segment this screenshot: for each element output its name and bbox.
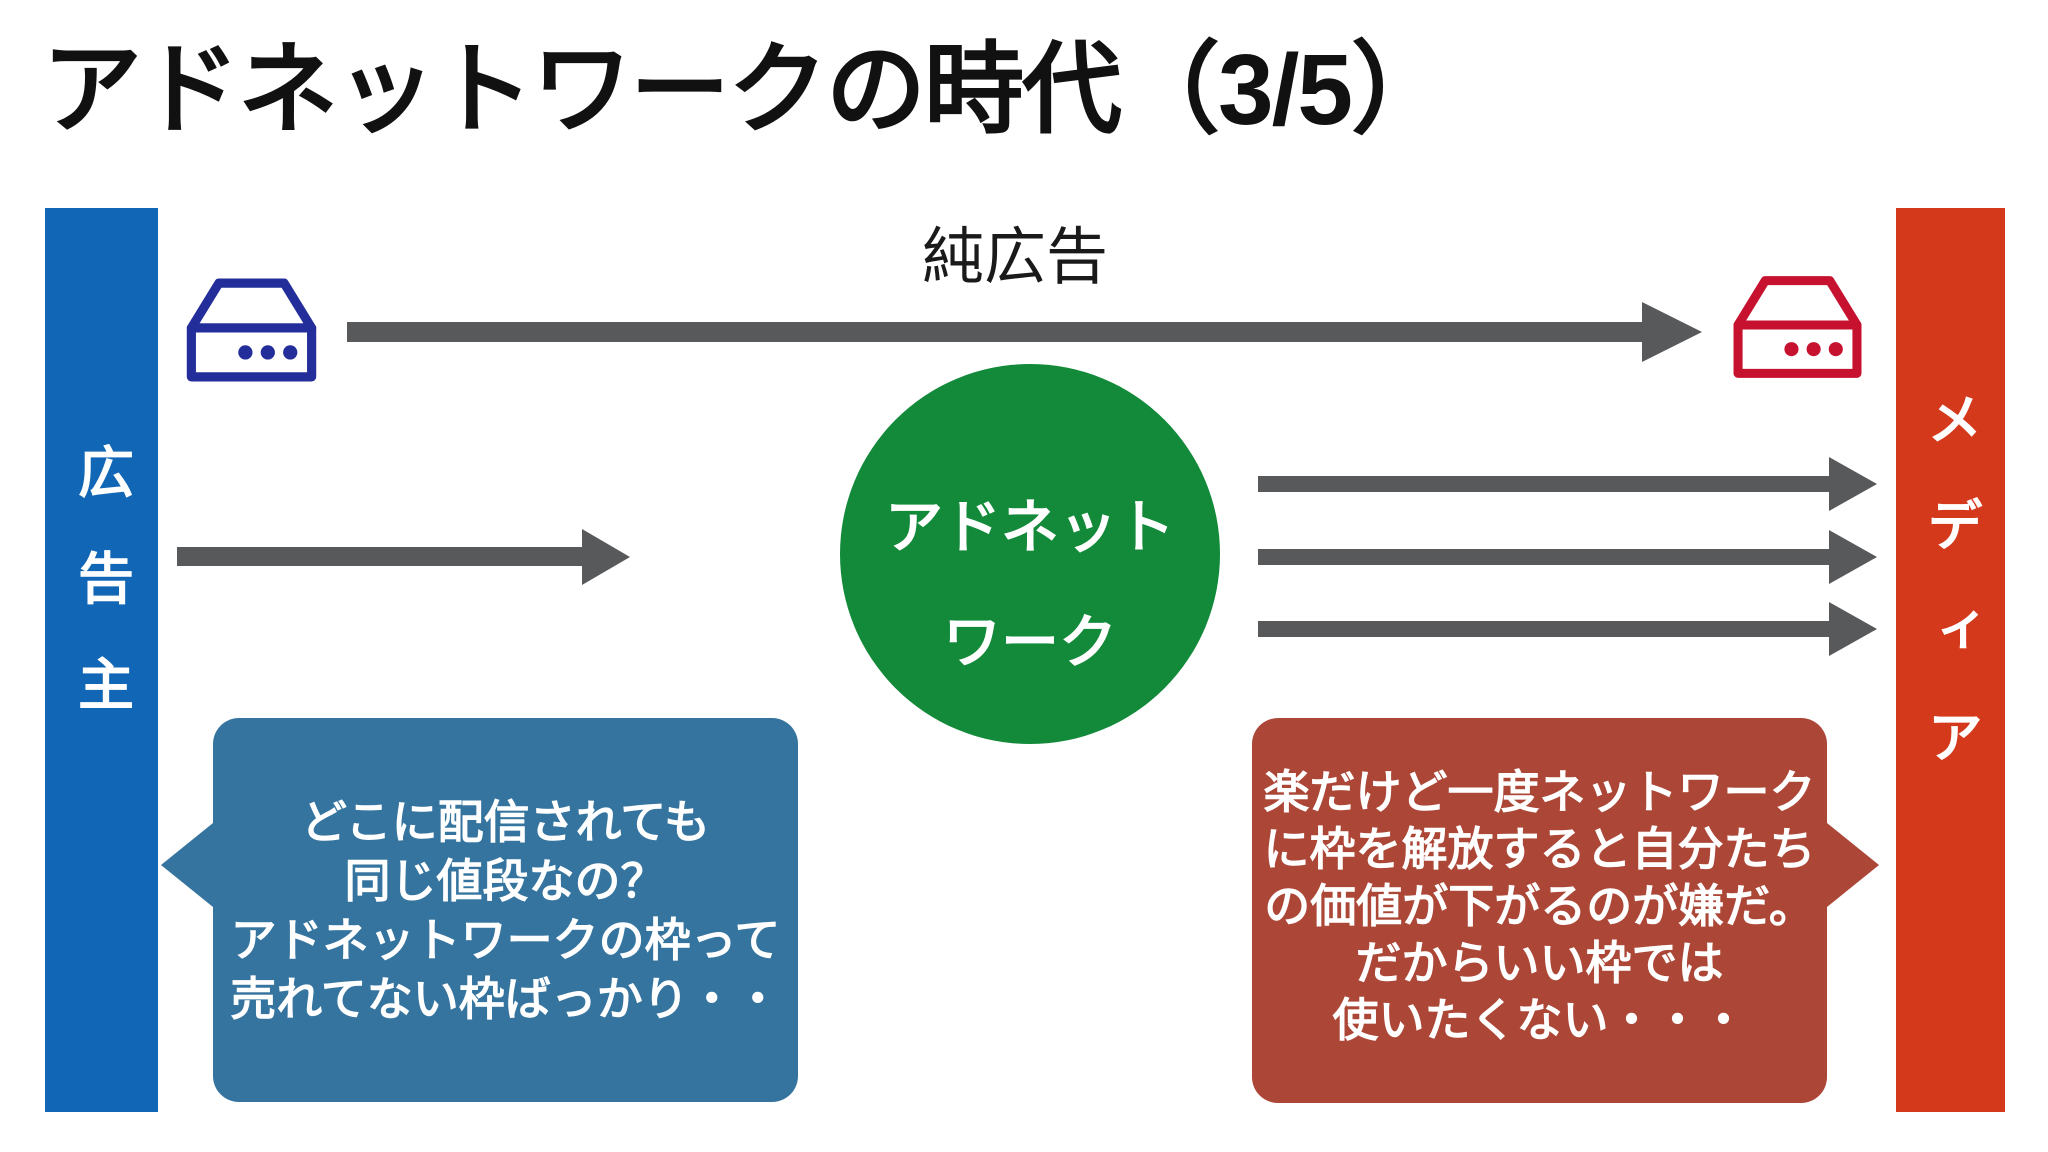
ad-network-label-line1: アドネット (884, 495, 1175, 560)
network-to-media-arrow-2-shaft (1258, 549, 1829, 565)
media-bubble-line: に枠を解放すると自分たち (1263, 823, 1816, 875)
network-to-media-arrow-1-head (1829, 457, 1877, 511)
pure-ad-label: 純広告 (921, 223, 1108, 292)
media-bubble-line: だからいい枠では (1355, 937, 1724, 989)
ad-network-circle: アドネット ワーク (840, 364, 1220, 744)
pure-ad-arrow-shaft (347, 322, 1642, 342)
advertiser-to-network-arrow (177, 528, 630, 585)
media-bubble-line: 楽だけど一度ネットワーク (1263, 766, 1816, 818)
advertiser-bubble-line: 売れてない枠ばっかり・・ (230, 973, 781, 1025)
network-to-media-arrow-3-shaft (1258, 621, 1829, 637)
network-to-media-arrow-2 (1258, 530, 1877, 584)
advertiser-server-icon (186, 278, 317, 382)
network-to-media-arrow-2-head (1829, 530, 1877, 584)
advertiser-bar-label: 広告主 (70, 443, 134, 761)
media-bar: メディア (1896, 208, 2005, 1112)
advertiser-bubble-line: どこに配信されても (301, 796, 710, 848)
network-to-media-arrow-1 (1258, 457, 1877, 511)
media-bubble-line: の価値が下がるのが嫌だ。 (1264, 880, 1815, 932)
media-bar-label: メディア (1919, 390, 1983, 814)
network-to-media-arrow-1-shaft (1258, 476, 1829, 492)
network-to-media-arrow-3-head (1829, 602, 1877, 656)
advertiser-thought-bubble: どこに配信されても 同じ値段なの？ アドネットワークの枠って 売れてない枠ばっか… (213, 718, 798, 1102)
media-bubble-tail (1827, 823, 1879, 907)
advertiser-bubble-tail (161, 823, 213, 907)
advertiser-bar: 広告主 (45, 208, 158, 1112)
ad-network-label-line2: ワーク (942, 610, 1117, 675)
page-title: アドネットワークの時代（3/5） (42, 34, 1451, 146)
advertiser-bubble-line: アドネットワークの枠って (230, 914, 781, 966)
advertiser-to-network-arrow-shaft (177, 547, 582, 566)
media-bubble-line: 使いたくない・・・ (1332, 994, 1747, 1046)
media-server-icon (1733, 276, 1862, 378)
pure-ad-arrow-head (1642, 302, 1702, 362)
network-to-media-arrow-3 (1258, 602, 1877, 656)
pure-ad-arrow (347, 302, 1702, 362)
media-thought-bubble: 楽だけど一度ネットワーク に枠を解放すると自分たち の価値が下がるのが嫌だ。 だ… (1252, 718, 1827, 1103)
advertiser-to-network-arrow-head (582, 528, 630, 585)
advertiser-bubble-line: 同じ値段なの？ (344, 855, 667, 907)
